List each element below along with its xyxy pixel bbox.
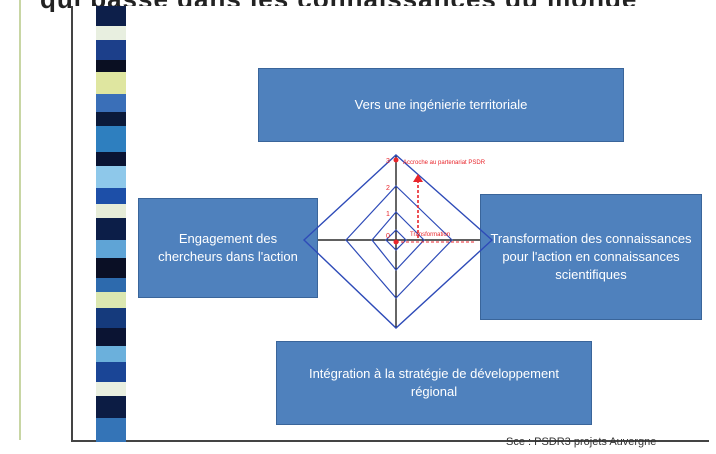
radar-ring-center [385, 229, 407, 251]
left-box-label: Engagement des chercheurs dans l'action [158, 231, 298, 264]
radar-ring-inner [371, 211, 425, 271]
radar-scale-label: 2 [386, 185, 390, 192]
top-box-label: Vers une ingénierie territoriale [354, 97, 528, 112]
bottom-box-label: Intégration à la stratégie de développem… [308, 366, 560, 399]
radar-scale-label: 0 [386, 233, 390, 240]
radar-diagram: 3 2 1 0 Accroche au partenariat PSDR Tra… [302, 154, 494, 329]
right-box: Transformation des connaissances pour l'… [480, 194, 702, 320]
radar-red-dot-center [393, 239, 399, 245]
radar-ring-outer [302, 154, 494, 329]
left-box: Engagement des chercheurs dans l'action [138, 198, 318, 298]
radar-scale-label: 3 [386, 158, 390, 165]
decorative-stripe-bar [96, 6, 126, 442]
radar-ring-middle [345, 185, 453, 299]
bottom-box: Intégration à la stratégie de développem… [276, 341, 592, 425]
page-margin-rule [19, 0, 21, 440]
top-box: Vers une ingénierie territoriale [258, 68, 624, 142]
radar-arrow-head [413, 174, 423, 182]
radar-annotation-top: Accroche au partenariat PSDR [403, 160, 486, 166]
right-box-label: Transformation des connaissances pour l'… [490, 231, 692, 282]
source-caption: Sce : PSDR3 projets Auvergne [506, 436, 657, 448]
radar-annotation-right: Transformation [410, 232, 450, 238]
radar-scale-label: 1 [386, 211, 390, 218]
radar-red-dot-top [393, 157, 399, 163]
